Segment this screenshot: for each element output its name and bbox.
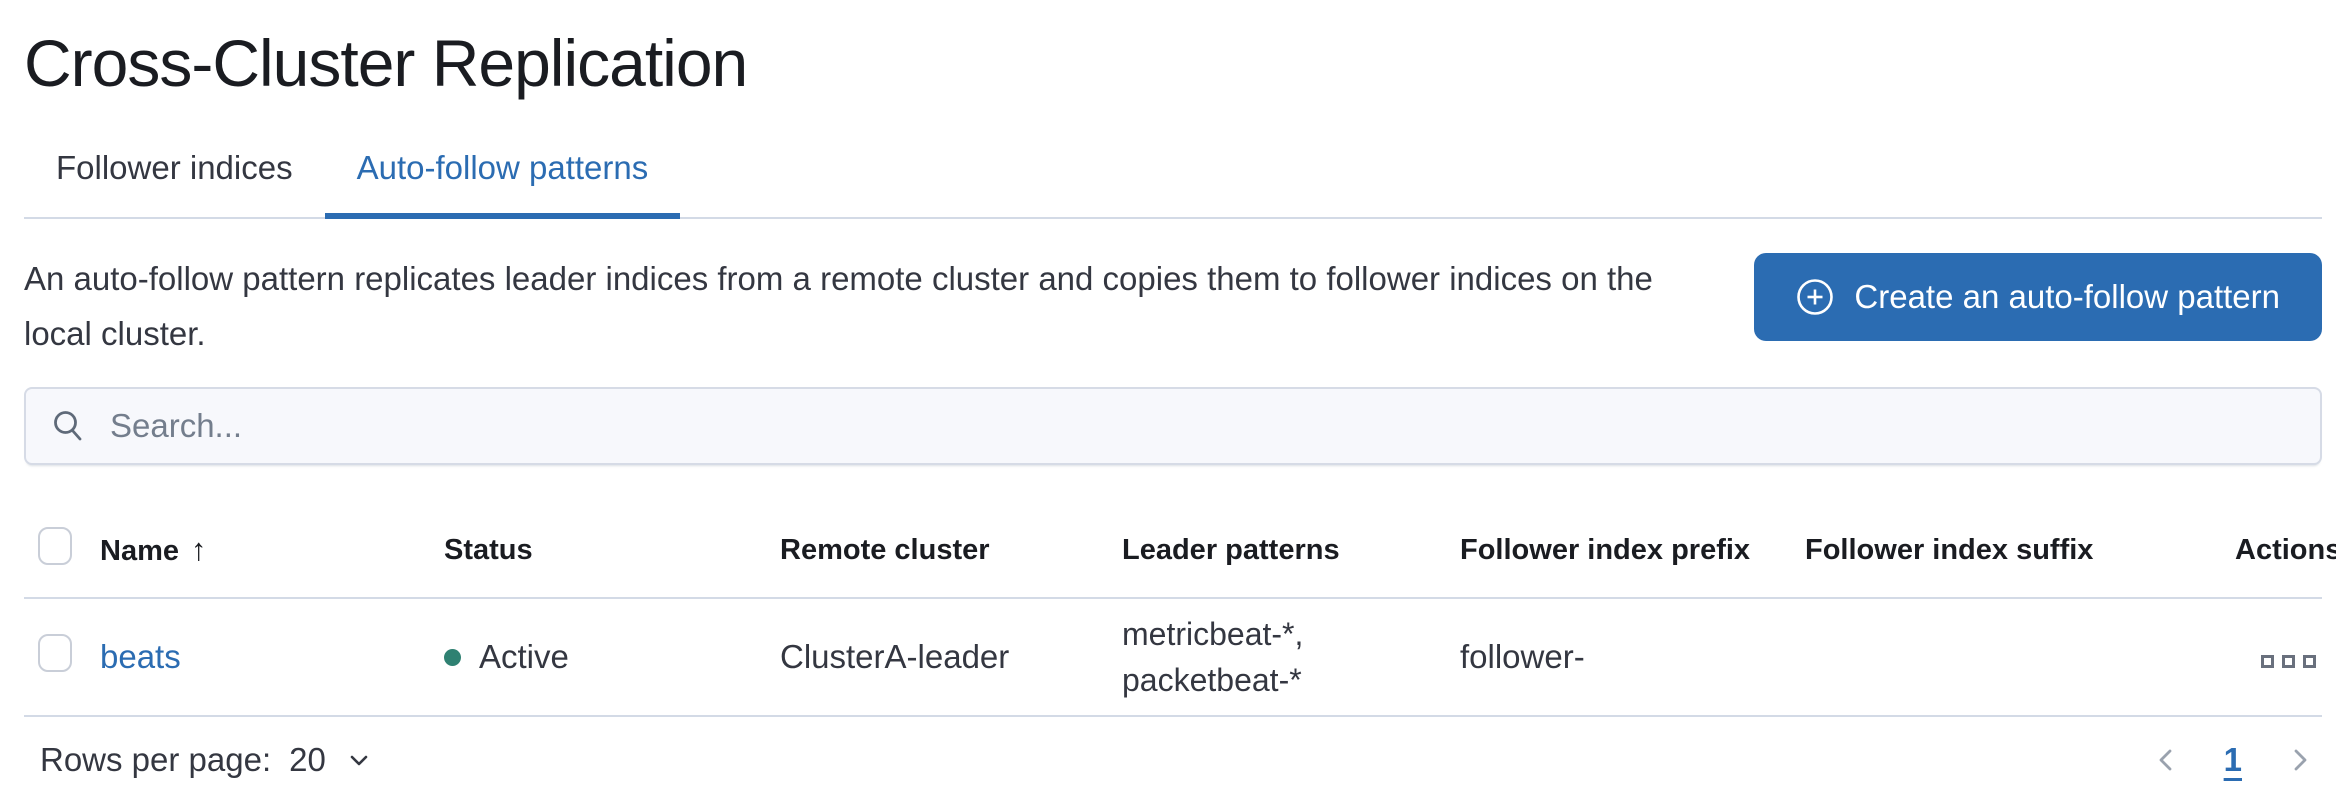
tab-follower-indices-label: Follower indices: [56, 149, 293, 187]
create-button-label: Create an auto-follow pattern: [1854, 278, 2280, 316]
column-header-status: Status: [444, 505, 780, 600]
search-input[interactable]: [108, 406, 2296, 447]
cell-leader-patterns: metricbeat-*, packetbeat-*: [1122, 598, 1460, 718]
leader-pattern-line: packetbeat-*: [1122, 662, 1302, 699]
cell-name: beats: [100, 598, 444, 718]
create-auto-follow-pattern-button[interactable]: Create an auto-follow pattern: [1754, 253, 2322, 342]
row-checkbox-cell: [24, 598, 100, 718]
column-header-name-label: Name: [100, 535, 179, 568]
leader-pattern-line: metricbeat-*,: [1122, 616, 1304, 653]
table-header-row: Name ↑ Status Remote cluster Leader patte…: [24, 505, 2336, 600]
table-footer: Rows per page: 20 1: [24, 741, 2322, 779]
rows-per-page-label: Rows per page:: [40, 741, 272, 779]
chevron-down-icon: [344, 745, 374, 775]
select-all-checkbox[interactable]: [38, 527, 72, 566]
next-page-button[interactable]: [2282, 743, 2316, 777]
boxes-horizontal-icon: [2303, 655, 2316, 669]
column-header-follower-index-prefix: Follower index prefix: [1460, 505, 1805, 600]
boxes-horizontal-icon: [2282, 655, 2295, 669]
rows-per-page-selector[interactable]: Rows per page: 20: [40, 741, 374, 779]
search-bar[interactable]: [24, 387, 2322, 466]
boxes-horizontal-icon: [2261, 655, 2274, 669]
chevron-right-icon: [2294, 749, 2307, 771]
chevron-left-icon: [2159, 749, 2172, 771]
search-icon: [50, 408, 86, 444]
cell-remote-cluster: ClusterA-leader: [780, 598, 1122, 718]
sort-ascending-icon: ↑: [191, 532, 207, 568]
status-label: Active: [479, 638, 569, 676]
page-description: An auto-follow pattern replicates leader…: [24, 260, 1653, 353]
previous-page-button[interactable]: [2150, 743, 2184, 777]
cell-actions: [2235, 598, 2322, 718]
page-number-1[interactable]: 1: [2223, 741, 2242, 779]
tab-bar: Follower indices Auto-follow patterns: [24, 131, 2322, 220]
status-active-dot-icon: [444, 648, 461, 666]
tab-follower-indices[interactable]: Follower indices: [24, 131, 325, 217]
table-row: beats Active ClusterA-leader metricbeat-…: [24, 598, 2322, 718]
cross-cluster-replication-page: Cross-Cluster Replication Follower indic…: [24, 26, 2336, 779]
row-checkbox[interactable]: [38, 634, 72, 673]
auto-follow-patterns-table: Name ↑ Status Remote cluster Leader patte…: [24, 505, 2336, 718]
page-title: Cross-Cluster Replication: [24, 26, 748, 100]
column-header-follower-index-suffix: Follower index suffix: [1805, 505, 2235, 600]
tab-auto-follow-patterns-label: Auto-follow patterns: [356, 149, 649, 187]
pagination: 1: [2150, 741, 2316, 779]
cell-follower-index-suffix: [1805, 598, 2235, 718]
column-header-leader-patterns: Leader patterns: [1122, 505, 1460, 600]
column-header-name[interactable]: Name ↑: [100, 505, 444, 600]
pattern-name-link[interactable]: beats: [100, 638, 181, 676]
cell-status: Active: [444, 598, 780, 718]
column-header-actions: Actions: [2235, 505, 2336, 600]
column-header-remote-cluster: Remote cluster: [780, 505, 1122, 600]
cell-follower-index-prefix: follower-: [1460, 598, 1805, 718]
intro-section: An auto-follow pattern replicates leader…: [24, 251, 2322, 361]
rows-per-page-value: 20: [289, 741, 326, 779]
tab-auto-follow-patterns[interactable]: Auto-follow patterns: [324, 131, 681, 220]
row-actions-menu-button[interactable]: [2259, 649, 2318, 674]
plus-in-circle-icon: [1796, 278, 1834, 316]
header-checkbox-cell: [24, 505, 100, 600]
